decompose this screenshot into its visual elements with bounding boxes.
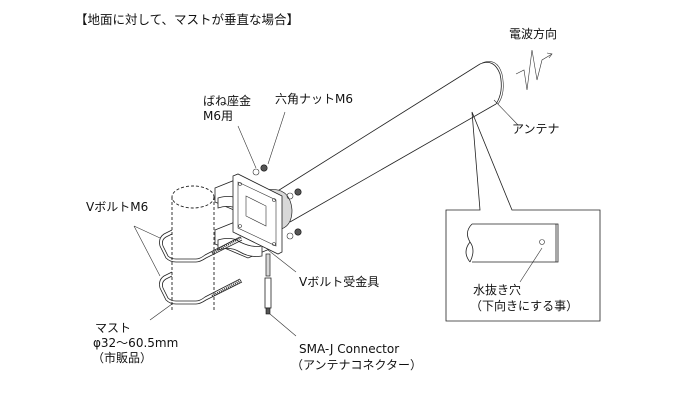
antenna-label: アンテナ xyxy=(512,122,560,136)
mast-label-3: （市販品） xyxy=(92,351,153,365)
drain-hole-label-2: （下向きにする事） xyxy=(470,299,579,313)
v-bolt-label: VボルトM6 xyxy=(86,200,149,214)
wave-direction-arrow-icon xyxy=(515,49,553,91)
page-title: 【地面に対して、マストが垂直な場合】 xyxy=(75,12,300,27)
mast-label-2: φ32～60.5mm xyxy=(93,336,179,350)
hex-nut-label: 六角ナットM6 xyxy=(275,92,353,106)
antenna-tube xyxy=(275,61,504,223)
leader-lines xyxy=(133,99,543,337)
v-bolt-bracket-label: Vボルト受金具 xyxy=(299,275,380,289)
mounting-plate xyxy=(232,173,293,255)
mast-label-1: マスト xyxy=(95,321,132,335)
drain-hole-callout xyxy=(445,111,601,322)
mast xyxy=(171,185,215,310)
drain-hole-label-1: 水抜き穴 xyxy=(473,283,522,297)
hex-nuts xyxy=(252,164,302,240)
spring-washer-label-2: M6用 xyxy=(203,109,233,123)
wave-direction-label: 電波方向 xyxy=(509,27,558,41)
connector-label-1: SMA-J Connector xyxy=(299,342,400,356)
connector-label-2: （アンテナコネクター） xyxy=(291,358,423,372)
spring-washer-label-1: ばね座金 xyxy=(203,94,252,108)
sma-connector xyxy=(264,253,272,315)
v-bolts xyxy=(159,229,243,305)
